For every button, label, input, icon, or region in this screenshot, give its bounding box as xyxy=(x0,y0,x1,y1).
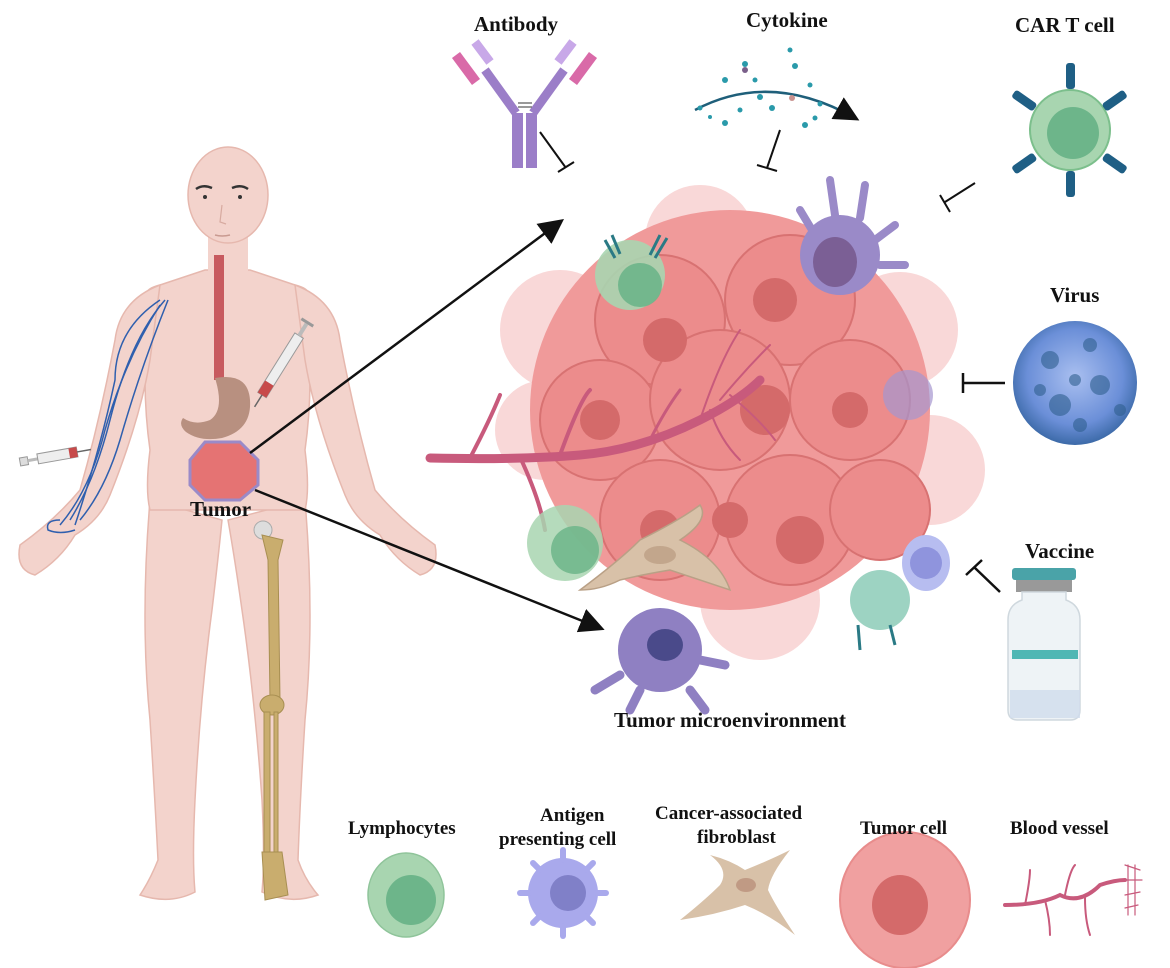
antibody-label: Antibody xyxy=(474,12,559,36)
tme-apc-top xyxy=(796,176,909,295)
tumor-label: Tumor xyxy=(190,497,252,521)
cytokine-icon xyxy=(694,47,860,128)
arrow-tumor-to-tme-bottom xyxy=(254,488,605,633)
left-arm xyxy=(18,283,161,576)
virus-label: Virus xyxy=(1050,283,1100,307)
left-eye xyxy=(203,195,207,199)
arm-veins xyxy=(46,299,169,534)
legend-caf-label-line2: fibroblast xyxy=(697,827,776,848)
legend-tumor-cell-icon xyxy=(839,831,971,968)
legend-tumor-cell-label: Tumor cell xyxy=(860,818,948,839)
syringe-arm-icon xyxy=(18,446,92,467)
legend-apc-icon xyxy=(517,847,609,939)
virus-icon xyxy=(1013,321,1137,445)
cytokine-inhibit-arrow xyxy=(756,129,781,172)
legend-blood-vessel-label: Blood vessel xyxy=(1010,818,1109,839)
right-eye xyxy=(238,195,242,199)
tme-lymphocyte-top xyxy=(595,234,669,310)
virus-inhibit-arrow xyxy=(961,373,1005,393)
tumor-microenvironment-cluster xyxy=(425,176,985,715)
right-eyebrow xyxy=(231,185,249,191)
antibody-inhibit-arrow xyxy=(539,131,575,173)
cytokine-label: Cytokine xyxy=(746,8,828,32)
car-t-inhibit-arrow xyxy=(939,182,976,213)
right-arm xyxy=(294,283,437,576)
car-t-cell-label: CAR T cell xyxy=(1015,13,1115,37)
tme-label: Tumor microenvironment xyxy=(614,708,846,732)
vaccine-inhibit-arrow xyxy=(965,559,1001,593)
vaccine-label: Vaccine xyxy=(1025,539,1095,563)
tme-lymphocyte-right xyxy=(850,535,950,651)
legend-lymphocyte-icon xyxy=(367,852,445,938)
human-body-figure xyxy=(18,146,605,901)
legend-apc-label-line1: Antigen xyxy=(540,805,605,826)
legend-caf-label-line1: Cancer-associated xyxy=(655,803,803,824)
legend-lymphocytes-label: Lymphocytes xyxy=(348,818,456,839)
leg-skeleton xyxy=(253,520,289,901)
legend-fibroblast-icon xyxy=(680,850,795,935)
tme-apc-right xyxy=(883,370,933,420)
esophagus xyxy=(214,255,224,380)
stomach xyxy=(181,376,251,440)
mouth xyxy=(214,234,231,237)
car-t-cell-icon xyxy=(1012,63,1127,197)
nose xyxy=(219,204,227,225)
antibody-icon xyxy=(451,39,598,168)
arrow-tumor-to-tme-top xyxy=(249,219,565,455)
tme-blood-vessel xyxy=(425,329,776,532)
tumor-organ xyxy=(188,440,260,502)
legend-blood-vessel-icon xyxy=(1003,864,1143,936)
tme-lymphocyte-left xyxy=(527,505,603,581)
left-leg xyxy=(138,499,223,901)
vaccine-icon xyxy=(1007,568,1081,721)
tme-apc-bottom xyxy=(590,608,730,715)
syringe-abdomen-icon xyxy=(253,317,315,408)
head xyxy=(187,146,269,244)
left-eyebrow xyxy=(195,185,213,191)
legend-apc-label-line2: presenting cell xyxy=(499,829,617,850)
